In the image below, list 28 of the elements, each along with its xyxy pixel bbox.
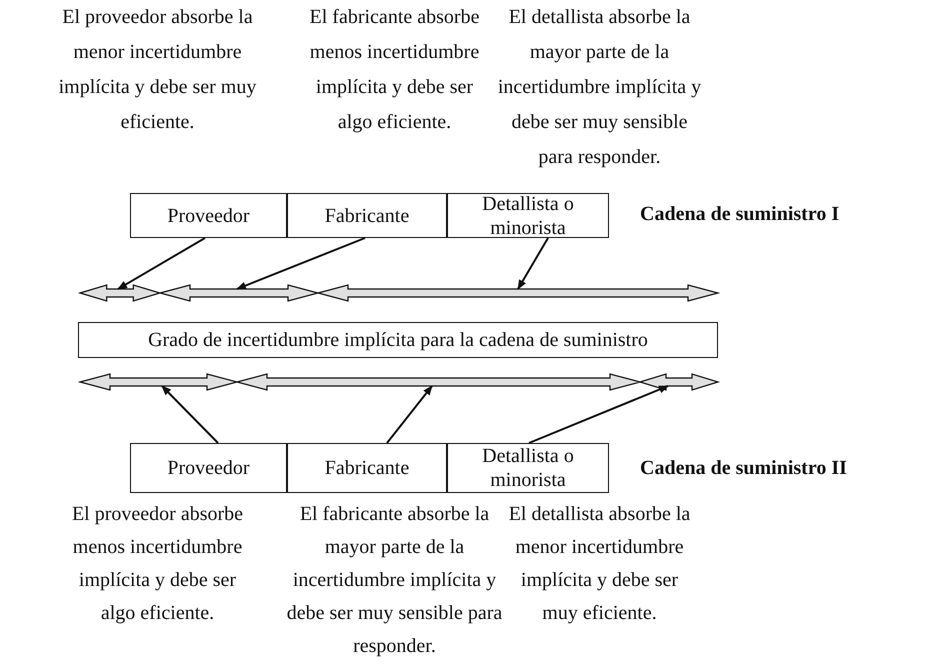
arrow [528, 385, 669, 444]
uncertainty-range-bar [234, 373, 642, 391]
arrow [386, 385, 433, 444]
box-label: Proveedor [167, 456, 250, 480]
box-label: Detallista o minorista [481, 444, 575, 492]
description-text: El proveedor absorbe menos incertidumbre implícita y debe ser algo eficiente. [70, 502, 244, 626]
box-label: Fabricante [324, 204, 410, 228]
process-box [78, 322, 718, 358]
arrow [117, 237, 206, 290]
description-text: El fabricante absorbe la mayor parte de la incertidumbre implícita y debe ser muy sensible para responder. [286, 502, 504, 658]
uncertainty-range-bar [78, 373, 240, 391]
box-label: Fabricante [324, 456, 410, 480]
box-label: Grado de incertidumbre implícita para la cadena de suministro [148, 328, 648, 352]
description-text: El proveedor absorbe la menor incertidumbre implícita y debe ser muy eficiente. [58, 4, 258, 134]
description-text: El fabricante absorbe menos incertidumbre implícita y debe ser algo eficiente. [310, 4, 480, 134]
chain-title: Cadena de suministro I [640, 203, 840, 226]
uncertainty-range-bar [158, 284, 320, 302]
box-label: Proveedor [167, 204, 250, 228]
description-text: El detallista absorbe la mayor parte de la incertidumbre implícita y debe ser muy sensible para responder. [496, 4, 702, 170]
uncertainty-range-bar [638, 373, 720, 391]
arrow [161, 385, 219, 444]
arrow [517, 238, 549, 290]
box-label: Detallista o minorista [481, 192, 575, 240]
description-text: El detallista absorbe la menor incertidumbre implícita y debe ser muy eficiente. [508, 502, 692, 626]
uncertainty-range-bar [78, 284, 162, 302]
arrow [236, 237, 366, 290]
uncertainty-range-bar [316, 284, 720, 302]
chain-title: Cadena de suministro II [640, 457, 847, 480]
